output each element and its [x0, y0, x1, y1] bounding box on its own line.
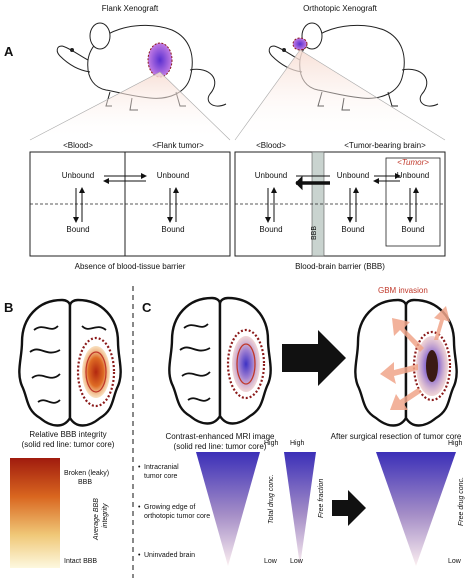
fraction-low-label: Low: [290, 558, 303, 565]
bullet-2-line1: Growing edge of: [144, 504, 196, 511]
orthotopic-xenograft-title: Orthotopic Xenograft: [303, 4, 377, 13]
ortho-brain-label: <Tumor-bearing brain>: [344, 141, 426, 150]
bullet-1-line1: Intracranial: [144, 464, 179, 471]
ortho-blood-unbound: Unbound: [254, 171, 288, 180]
scale-top-label-2: BBB: [78, 479, 93, 486]
ortho-brain-unbound: Unbound: [336, 171, 370, 180]
free-fraction-triangle: [284, 452, 316, 566]
panel-label-a: A: [4, 44, 14, 59]
free-high-label: High: [448, 440, 463, 447]
bbb-integrity-caption-2: (solid red line: tumor core): [21, 440, 115, 449]
scale-axis-label-2: integrity: [102, 503, 109, 528]
invasion-arrows: [380, 306, 450, 410]
flank-caption: Absence of blood-tissue barrier: [74, 262, 186, 271]
ortho-blood-label: <Blood>: [256, 141, 286, 150]
flank-blood-bound: Bound: [66, 225, 90, 234]
flank-tumor-bound: Bound: [161, 225, 185, 234]
panel-label-c: C: [142, 300, 152, 315]
total-axis-label: Total drug conc.: [268, 474, 275, 524]
flank-blood-label: <Blood>: [63, 141, 93, 150]
flank-xenograft-title: Flank Xenograft: [101, 4, 159, 13]
free-low-label: Low: [448, 558, 461, 565]
ortho-blood-bound: Bound: [259, 225, 283, 234]
bullet-2-line2: orthotopic tumor core: [144, 513, 211, 520]
ortho-caption: Blood-brain barrier (BBB): [295, 262, 385, 271]
panel-label-b: B: [4, 300, 14, 315]
orthotopic-arrows: [265, 173, 419, 223]
multiply-arrow: [332, 490, 366, 526]
tumor-inner-box: [385, 157, 441, 247]
transition-arrow: [282, 330, 346, 386]
flank-arrows: [73, 173, 179, 223]
ortho-tumor-bound: Bound: [401, 225, 425, 234]
zoom-cone-right: [235, 50, 445, 140]
gbm-invasion-label: GBM invasion: [378, 286, 428, 295]
total-high-label: High: [264, 440, 279, 447]
brain-c-mri: [168, 296, 272, 425]
bullet-dot-3: •: [138, 552, 141, 559]
free-drug-conc-triangle: [376, 452, 456, 566]
free-axis-label: Free drug conc.: [458, 476, 465, 526]
bullet-3-line1: Uninvaded brain: [144, 552, 195, 559]
bbb-bar-label-text: BBB: [311, 225, 318, 240]
bullet-dot-1: •: [138, 464, 141, 471]
brain-b: [18, 298, 122, 427]
fraction-high-label: High: [290, 440, 305, 447]
total-drug-conc-triangle: [196, 452, 260, 566]
bbb-bar-label: BBB: [311, 226, 318, 240]
bullet-1-line2: tumor core: [144, 473, 178, 480]
scale-bottom-label: Intact BBB: [64, 558, 98, 565]
scale-axis-label: Average BBB integrity: [92, 498, 110, 540]
mri-caption-2: (solid red line: tumor core): [173, 442, 267, 451]
mri-caption-1: Contrast-enhanced MRI image: [165, 432, 275, 441]
bbb-integrity-scale: [10, 458, 60, 568]
total-low-label: Low: [264, 558, 277, 565]
flank-tumor-label: <Flank tumor>: [152, 141, 204, 150]
ortho-brain-bound: Bound: [341, 225, 365, 234]
flank-blood-unbound: Unbound: [61, 171, 95, 180]
ortho-tumor-label: <Tumor>: [397, 158, 429, 167]
ortho-tumor-unbound: Unbound: [396, 171, 430, 180]
flank-tumor-unbound: Unbound: [156, 171, 190, 180]
bbb-integrity-caption-1: Relative BBB integrity: [29, 430, 107, 439]
scale-axis-label-1: Average BBB: [93, 498, 100, 540]
scale-top-label: Broken (leaky): [64, 470, 110, 477]
fraction-axis-label: Free fraction: [318, 478, 325, 518]
resection-caption: After surgical resection of tumor core: [330, 432, 462, 441]
bullet-dot-2: •: [138, 504, 141, 511]
zoom-cone-left: [30, 72, 230, 140]
